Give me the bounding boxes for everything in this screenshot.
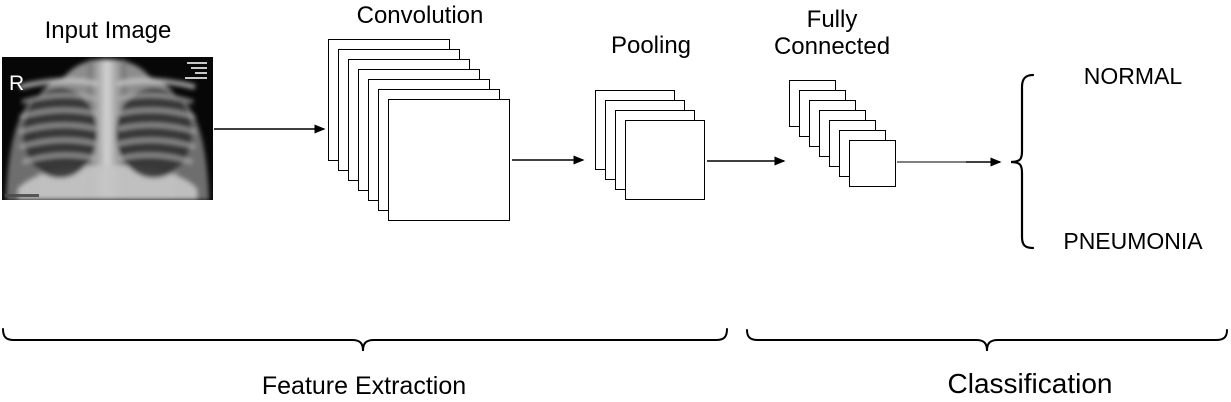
layer-square bbox=[388, 99, 510, 221]
xray-anatomy bbox=[6, 59, 209, 200]
layer-square bbox=[625, 120, 705, 200]
chest-xray-image: R bbox=[2, 57, 213, 200]
classification-section-label: Classification bbox=[947, 368, 1113, 399]
xray-r-marker: R bbox=[9, 72, 24, 95]
fully-connected-label-line1: Fully bbox=[806, 6, 858, 33]
fully-connected-label-line2: Connected bbox=[773, 32, 891, 60]
xray-corner-annotations bbox=[185, 62, 207, 79]
xray-bottom-annotation bbox=[5, 194, 39, 197]
pooling-label: Pooling bbox=[610, 32, 692, 59]
fully-connected-label: Fully Connected bbox=[773, 6, 891, 61]
feature-extraction-section-label: Feature Extraction bbox=[261, 372, 467, 400]
output-curly-brace-icon bbox=[1010, 73, 1035, 250]
input-image-label: Input Image bbox=[44, 17, 172, 44]
output-pneumonia-label: PNEUMONIA bbox=[1063, 228, 1203, 254]
feature-extraction-underbrace-icon bbox=[2, 328, 728, 352]
layer-square bbox=[849, 140, 896, 187]
classification-underbrace-icon bbox=[746, 329, 1228, 352]
convolution-label: Convolution bbox=[356, 2, 484, 29]
output-normal-label: NORMAL bbox=[1083, 63, 1183, 89]
